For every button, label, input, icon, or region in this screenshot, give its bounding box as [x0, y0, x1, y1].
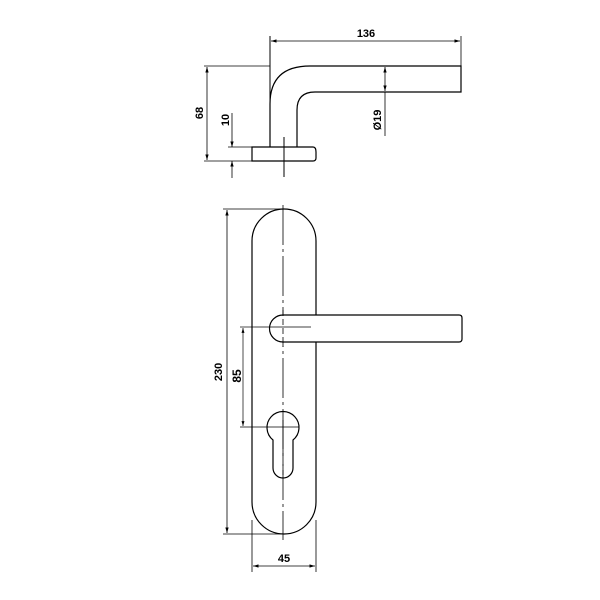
rose-side — [251, 146, 317, 162]
cylinder-hole — [266, 410, 300, 479]
dim-85-label: 85 — [230, 369, 244, 383]
front-view: 85 230 45 — [213, 205, 463, 572]
dim-136-label: 136 — [357, 28, 375, 40]
dim-68-label: 68 — [194, 107, 206, 119]
dim-19-label: Ø19 — [372, 110, 384, 131]
lever-front — [268, 314, 463, 343]
side-view: 136 68 10 Ø19 — [194, 28, 462, 178]
dim-45-label: 45 — [278, 553, 290, 565]
backplate — [251, 208, 317, 535]
lever-side-outline — [269, 65, 462, 147]
dim-230-label: 230 — [213, 363, 225, 381]
dim-10-label: 10 — [220, 114, 232, 126]
